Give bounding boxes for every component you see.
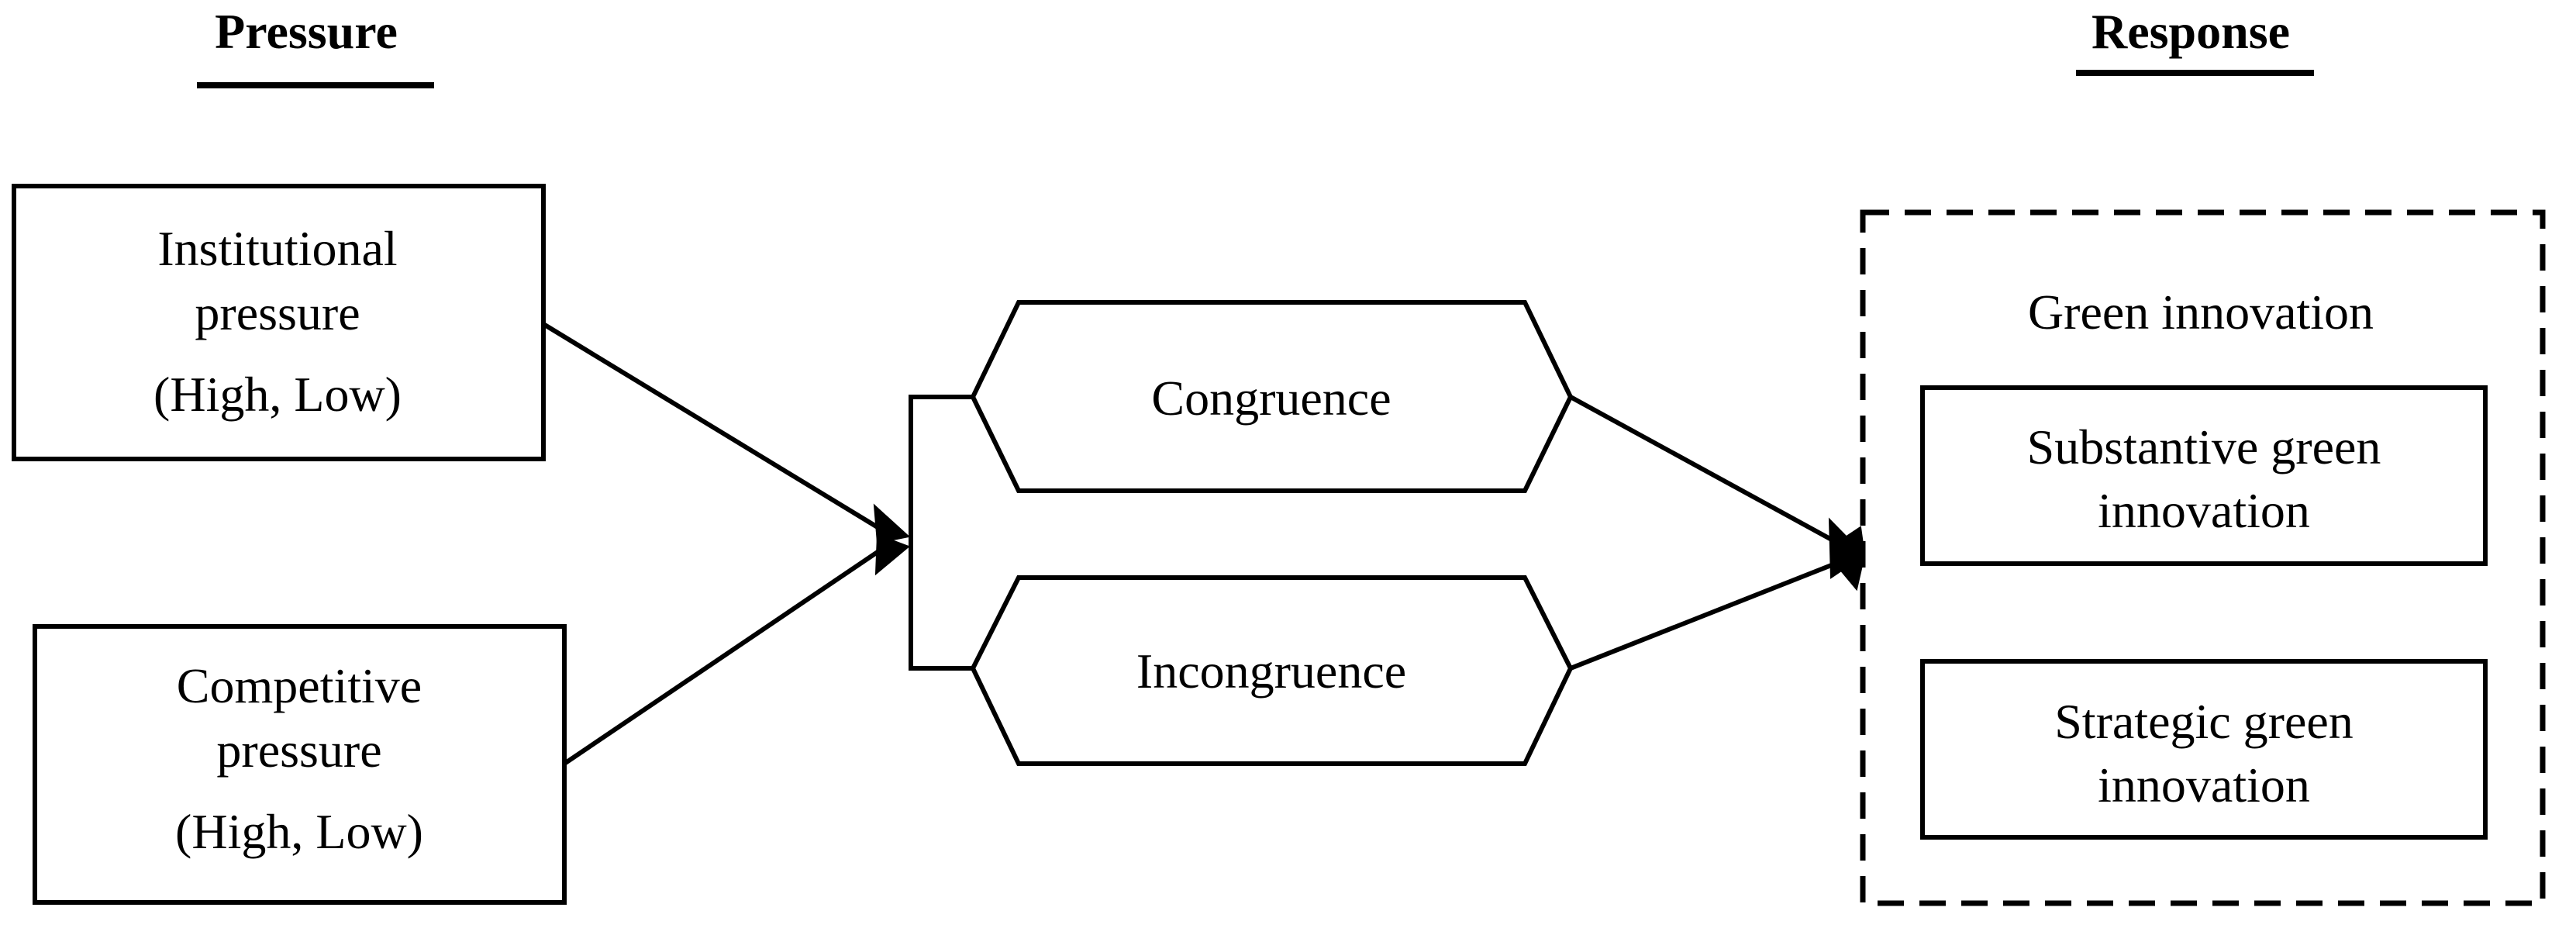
competitive-pressure-box <box>33 624 567 905</box>
institutional-line1: Institutional <box>157 221 397 276</box>
substantive-green-innovation-box <box>1920 385 2488 566</box>
strategic-line1: Strategic green <box>2054 694 2354 749</box>
pressure-heading: Pressure <box>197 4 434 88</box>
strategic-green-innovation-box <box>1920 659 2488 840</box>
competitive-line1: Competitive <box>177 658 422 713</box>
substantive-line1: Substantive green <box>2027 419 2381 474</box>
institutional-line2: pressure <box>195 285 360 340</box>
institutional-line3: (High, Low) <box>153 367 402 422</box>
congruence-node: Congruence <box>970 300 1574 493</box>
strategic-green-innovation-node: Strategic green innovation <box>1920 659 2488 840</box>
substantive-line2: innovation <box>2098 483 2310 538</box>
incongruence-to-response-line <box>1569 561 1839 671</box>
institutional-pressure-box <box>12 184 546 461</box>
green-innovation-label: Green innovation <box>2028 285 2374 340</box>
pressure-connectors <box>542 322 911 766</box>
bracket <box>909 395 973 671</box>
substantive-green-innovation-node: Substantive green innovation <box>1920 385 2488 566</box>
response-connectors <box>1569 395 1866 671</box>
pressure-heading-text: Pressure <box>215 4 398 59</box>
response-heading: Response <box>2076 4 2314 76</box>
institutional-arrowhead-icon <box>873 503 911 544</box>
congruence-label: Congruence <box>1151 371 1391 426</box>
green-innovation-dashed-box <box>1860 209 2546 906</box>
competitive-pressure-node: Competitive pressure (High, Low) <box>33 624 567 905</box>
competitive-to-bracket-line <box>563 550 879 766</box>
response-heading-text: Response <box>2091 4 2290 59</box>
strategic-line2: innovation <box>2098 757 2310 813</box>
institutional-pressure-node: Institutional pressure (High, Low) <box>12 184 546 461</box>
green-innovation-group: Green innovation Substantive green innov… <box>1860 209 2546 906</box>
competitive-line2: pressure <box>216 723 381 778</box>
institutional-to-bracket-line <box>542 322 879 530</box>
competitive-line3: (High, Low) <box>175 804 423 859</box>
incongruence-label: Incongruence <box>1136 643 1406 699</box>
competitive-arrowhead-icon <box>874 533 910 576</box>
congruence-to-response-line <box>1569 395 1839 545</box>
incongruence-node: Incongruence <box>970 575 1574 766</box>
response-arrowhead-bottom-icon <box>1836 554 1866 592</box>
bracket-line <box>909 395 973 671</box>
